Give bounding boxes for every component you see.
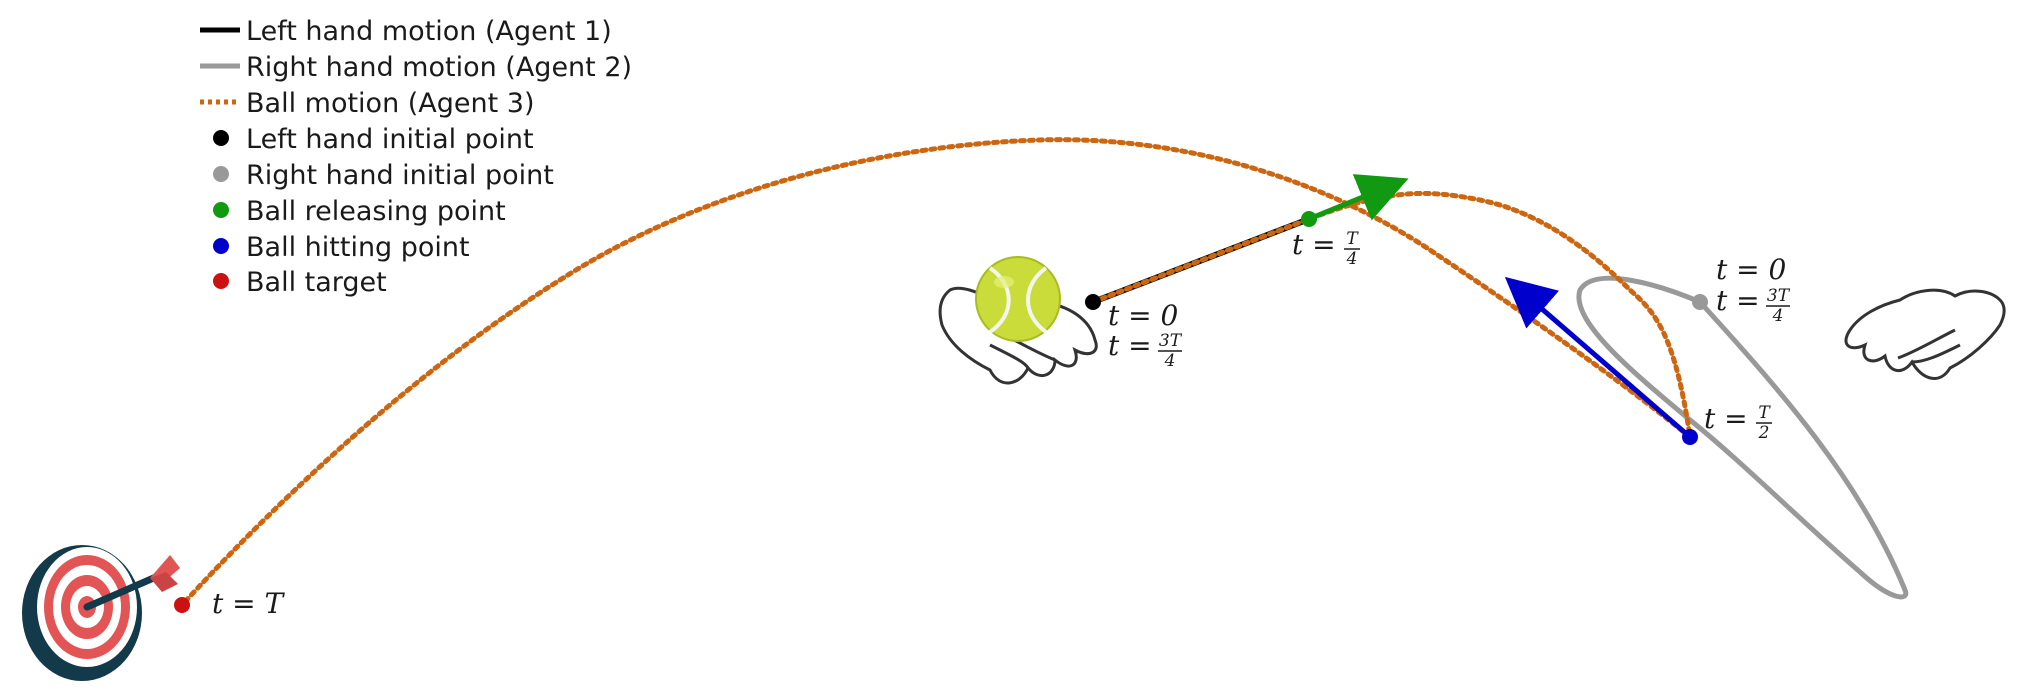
- legend-item-ball-releasing-point: Ball releasing point: [213, 196, 506, 227]
- right-hand-initial-point: [1692, 294, 1708, 310]
- ball-hitting-point: [1682, 429, 1698, 445]
- hit-velocity-arrow: [1504, 276, 1692, 439]
- annotation-frac-den: 4: [1164, 351, 1176, 371]
- legend-label: Ball hitting point: [246, 232, 470, 263]
- ball-target-point: [174, 597, 190, 613]
- annotation-hit: t = T 2: [1704, 402, 1772, 443]
- annotation-t-eq: t =: [1292, 228, 1336, 261]
- tennis-ball-icon: [975, 256, 1061, 342]
- annotation-frac-num: T: [1758, 403, 1771, 423]
- annotation-frac-num: T: [1346, 229, 1359, 249]
- annotation-frac-num: 3T: [1767, 286, 1791, 306]
- legend-label: Left hand motion (Agent 1): [246, 16, 612, 47]
- annotation-t-eq: t =: [1704, 402, 1748, 435]
- annotation-frac-den: 4: [1346, 249, 1358, 269]
- legend-label: Left hand initial point: [246, 124, 534, 155]
- legend-item-ball-hitting-point: Ball hitting point: [213, 232, 470, 263]
- legend-item-left-hand-initial-point: Left hand initial point: [213, 124, 534, 155]
- dartboard-with-dart-icon: [22, 545, 180, 681]
- legend-item-right-hand-motion: Right hand motion (Agent 2): [200, 52, 632, 83]
- annotation-frac-num: 3T: [1159, 331, 1183, 351]
- left-hand-initial-point: [1085, 294, 1101, 310]
- release-velocity-arrow: [1308, 174, 1409, 222]
- annotation-t-eq: t =: [1108, 329, 1152, 362]
- annotation-target: t = T: [212, 587, 286, 620]
- annotation-left-start: t = 0 t = 3T 4: [1108, 299, 1183, 371]
- annotation-frac-den: 2: [1758, 423, 1770, 443]
- ball-releasing-point: [1301, 211, 1317, 227]
- legend-label: Ball motion (Agent 3): [246, 88, 535, 119]
- legend-label: Right hand initial point: [246, 160, 554, 191]
- annotation-t0: t = 0: [1716, 253, 1786, 286]
- annotation-frac-den: 4: [1772, 306, 1784, 326]
- ball-motion-path: [179, 137, 1694, 608]
- legend-item-ball-motion: Ball motion (Agent 3): [200, 88, 535, 119]
- legend-label: Ball target: [246, 267, 387, 298]
- annotation-right-start: t = 0 t = 3T 4: [1716, 253, 1791, 326]
- legend-label: Ball releasing point: [246, 196, 506, 227]
- legend-item-right-hand-initial-point: Right hand initial point: [213, 160, 554, 191]
- annotation-t-eq: t =: [1716, 284, 1760, 317]
- legend-item-ball-target: Ball target: [213, 267, 387, 298]
- legend-label: Right hand motion (Agent 2): [246, 52, 632, 83]
- open-palm-hand-icon: [1844, 288, 2006, 380]
- legend-item-left-hand-motion: Left hand motion (Agent 1): [200, 16, 612, 47]
- annotation-release: t = T 4: [1292, 228, 1360, 269]
- right-hand-motion-path: [1576, 275, 1909, 600]
- legend: Left hand motion (Agent 1) Right hand mo…: [200, 16, 632, 298]
- annotation-t0: t = 0: [1108, 299, 1178, 332]
